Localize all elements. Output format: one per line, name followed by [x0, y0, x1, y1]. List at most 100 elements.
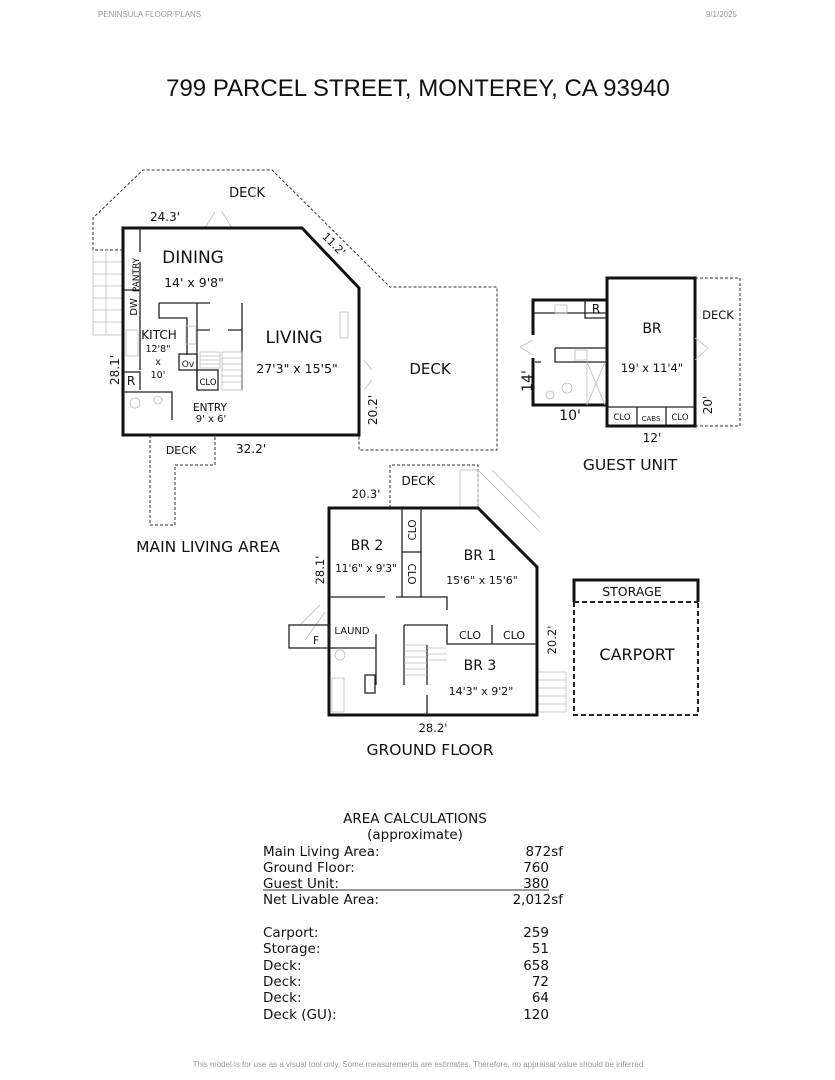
room-label-living: LIVING — [265, 328, 322, 348]
guest-dimension-left: 14' — [520, 370, 536, 392]
row-value: 760 — [523, 860, 549, 876]
area-table-subtitle: (approximate) — [367, 827, 463, 843]
table-row: Carport: 259 — [263, 925, 549, 941]
room-label-dining: DINING — [162, 248, 224, 268]
room-size-kitchen-2: x — [155, 357, 161, 368]
row-value: 72 — [532, 974, 549, 990]
row-value: 872sf — [525, 844, 564, 860]
row-label: Guest Unit: — [263, 876, 339, 892]
row-label: Deck: — [263, 958, 302, 974]
ground-floor-caption: GROUND FLOOR — [367, 741, 494, 759]
deck-label-right: DECK — [409, 360, 452, 378]
deck-label-top: DECK — [229, 186, 265, 201]
company-name: PENINSULA FLOOR PLANS — [98, 10, 201, 19]
ground-dimension-bottom: 28.2' — [419, 721, 448, 735]
table-row: Net Livable Area: 2,012sf — [263, 892, 564, 908]
row-value: 2,012sf — [513, 892, 565, 908]
ground-exterior-walls — [327, 506, 539, 717]
guest-unit-plan: R BR 19' x 11'4" DECK CLO CABS CLO 14' 1… — [519, 276, 741, 474]
room-size-living: 27'3" x 15'5" — [256, 361, 337, 376]
page-title: 799 PARCEL STREET, MONTEREY, CA 93940 — [166, 75, 670, 102]
carport-outline — [573, 601, 699, 716]
carport-label: CARPORT — [599, 645, 674, 664]
area-calculations-table: AREA CALCULATIONS (approximate) Main Liv… — [263, 811, 564, 1023]
room-label-guest-br: BR — [642, 321, 662, 337]
room-size-kitchen-1: 12'8" — [145, 344, 170, 355]
entry-deck-outline — [149, 435, 216, 526]
area-table-title: AREA CALCULATIONS — [343, 811, 487, 827]
guest-closet-2-label: CLO — [671, 413, 688, 423]
closet-label-d: CLO — [503, 629, 525, 642]
storage-label: STORAGE — [602, 584, 662, 599]
room-label-entry: ENTRY — [193, 402, 228, 414]
pantry-label: PANTRY — [132, 257, 142, 292]
room-size-guest-br: 19' x 11'4" — [621, 361, 683, 375]
interior-walls — [123, 228, 243, 420]
room-label-br1: BR 1 — [464, 548, 497, 564]
deck-label-entry: DECK — [166, 444, 197, 457]
row-label: Deck: — [263, 990, 302, 1006]
document-date: 9/1/2025 — [706, 10, 738, 19]
exterior-stairs — [92, 250, 123, 336]
row-label: Carport: — [263, 925, 318, 941]
row-label: Net Livable Area: — [263, 892, 379, 908]
row-value: 259 — [523, 925, 549, 941]
dishwasher-label: DW — [129, 298, 140, 316]
deck-outline — [92, 169, 498, 451]
ground-deck-label: DECK — [401, 474, 435, 488]
room-size-dining: 14' x 9'8" — [164, 275, 224, 290]
dimension-left: 28.1' — [108, 355, 122, 385]
room-label-br2: BR 2 — [351, 538, 384, 554]
room-label-br3: BR 3 — [464, 658, 497, 674]
table-row: Deck:658 — [263, 958, 549, 974]
room-size-br1: 15'6" x 15'6" — [446, 574, 518, 587]
ground-dimension-top: 20.3' — [352, 487, 381, 501]
row-value: 51 — [532, 941, 549, 957]
dimension-top: 24.3' — [150, 210, 180, 224]
guest-closet-1-label: CLO — [613, 413, 630, 423]
closet-label: CLO — [199, 378, 216, 388]
main-exterior-walls — [121, 226, 361, 437]
guest-unit-walls — [531, 276, 697, 428]
table-row: Ground Floor: 760 — [263, 860, 549, 876]
row-label: Deck (GU): — [263, 1007, 337, 1023]
room-size-entry: 9' x 6' — [196, 414, 227, 425]
closet-label-b: CLO — [405, 563, 417, 584]
closet-label-a: CLO — [407, 519, 419, 540]
oven-label: Ov — [182, 360, 195, 370]
dimension-diagonal: 11.2' — [319, 230, 348, 259]
row-label: Storage: — [263, 941, 320, 957]
room-size-br2: 11'6" x 9'3" — [335, 563, 397, 575]
row-value: 64 — [532, 990, 549, 1006]
main-living-caption: MAIN LIVING AREA — [136, 538, 280, 556]
storage-walls — [572, 578, 700, 602]
room-label-kitchen: KITCH — [141, 328, 176, 342]
room-size-kitchen-3: 10' — [151, 370, 166, 381]
dimension-bottom: 32.2' — [236, 442, 266, 456]
row-value: 120 — [523, 1007, 549, 1023]
row-label: Deck: — [263, 974, 302, 990]
table-row: Deck: 64 — [263, 990, 549, 1006]
closet-label-c: CLO — [459, 629, 481, 642]
table-row: Deck: 72 — [263, 974, 549, 990]
row-value: 380 — [523, 876, 549, 892]
ground-dimension-right: 20.2' — [545, 626, 559, 655]
guest-dimension-right: 20' — [701, 396, 715, 415]
table-row: Storage: 51 — [263, 941, 549, 957]
row-label: Ground Floor: — [263, 860, 355, 876]
guest-deck-label: DECK — [702, 308, 734, 322]
main-living-plan: DINING 14' x 9'8" PANTRY DW KITCH 12'8" … — [92, 169, 498, 556]
room-size-br3: 14'3" x 9'2" — [449, 685, 514, 698]
disclaimer-footer: This model is for use as a visual tool o… — [193, 1060, 644, 1069]
table-row: Guest Unit: 380 — [263, 876, 549, 892]
guest-dimension-bottom-left: 10' — [559, 408, 581, 424]
guest-dimension-bottom: 12' — [643, 431, 662, 445]
refrigerator-label: R — [127, 374, 135, 388]
ground-interior-walls — [288, 508, 536, 715]
table-row: Deck (GU): 120 — [263, 1007, 549, 1023]
guest-refrigerator-label: R — [592, 302, 600, 316]
row-label: Main Living Area: — [263, 844, 380, 860]
laundry-label: LAUND — [334, 626, 369, 637]
guest-unit-caption: GUEST UNIT — [583, 456, 678, 474]
